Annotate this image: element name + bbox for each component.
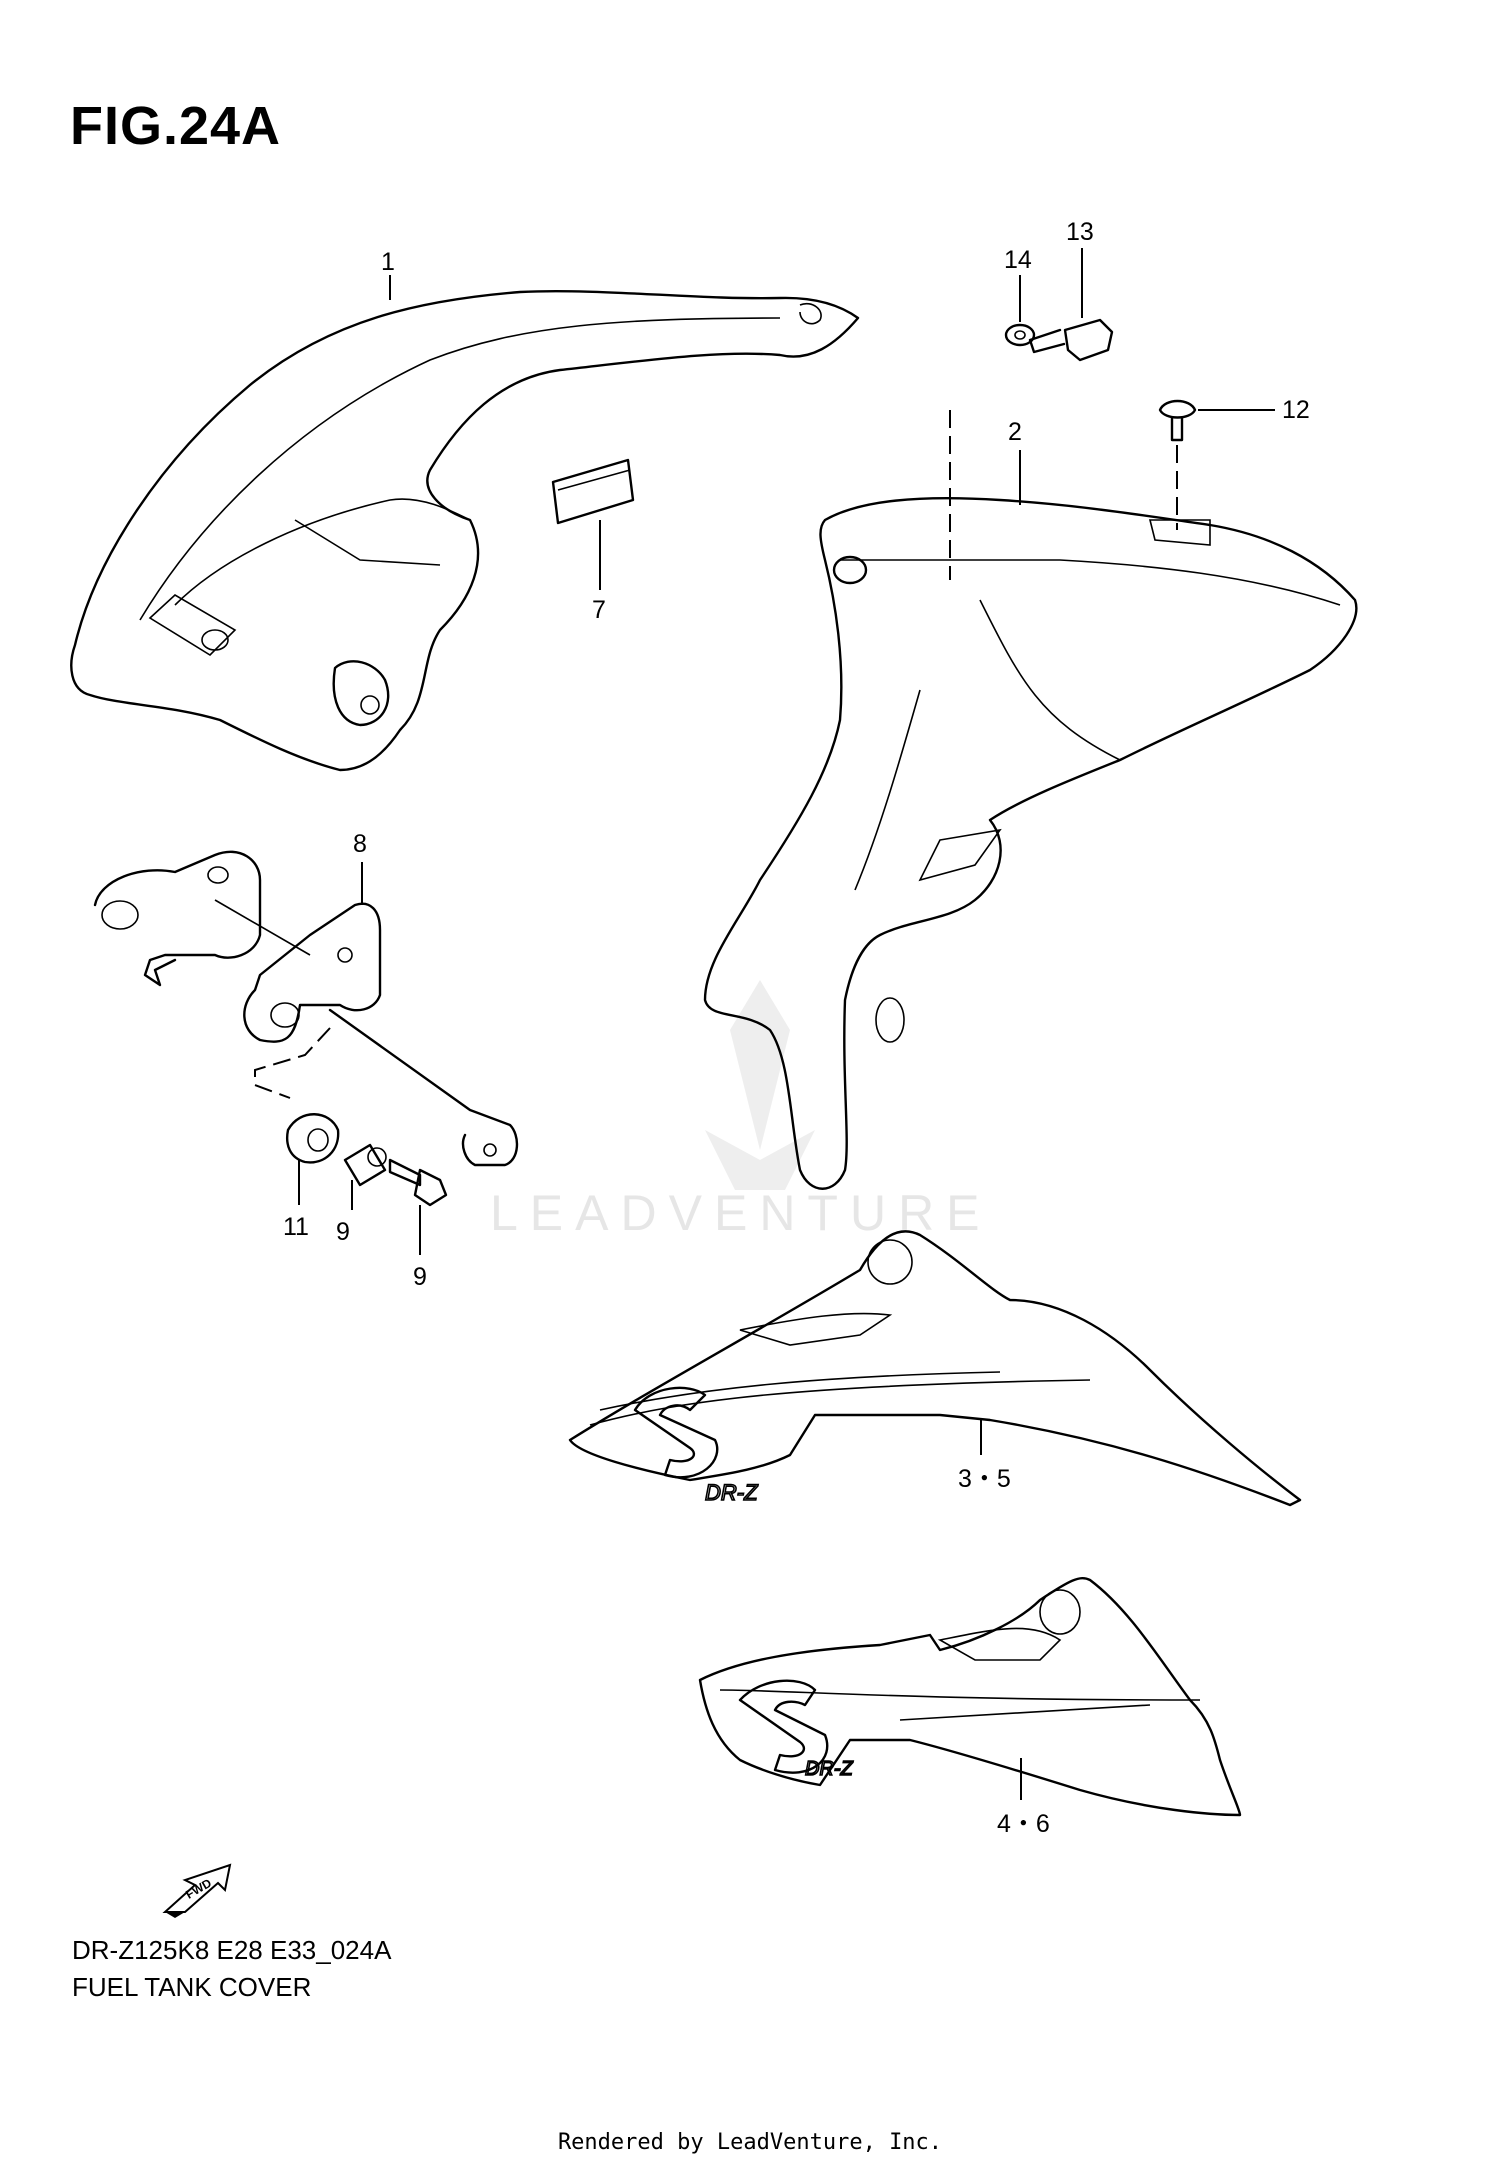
part-8-bracket[interactable]: [93, 850, 519, 1167]
callout-8: 8: [353, 830, 367, 858]
callout-7: 7: [592, 596, 606, 624]
part-1-left-shroud[interactable]: [70, 290, 860, 772]
callout-10: 9: [336, 1218, 350, 1246]
callout-11: 11: [283, 1213, 309, 1241]
figure-description: FUEL TANK COVER: [72, 1972, 312, 2002]
part-14-washer[interactable]: [1004, 323, 1036, 347]
figure-title: FIG.24A: [70, 96, 282, 156]
part-12-clip[interactable]: [1158, 399, 1197, 442]
callout-12: 12: [1282, 396, 1310, 424]
fwd-arrow-icon: FWD: [162, 1863, 232, 1918]
callout-14: 14: [1004, 246, 1032, 274]
figure-code: DR-Z125K8 E28 E33_024A: [72, 1935, 392, 1965]
part-11-grommet[interactable]: [286, 1113, 340, 1164]
part-13-bolt[interactable]: [1028, 318, 1114, 362]
callout-2: 2: [1008, 418, 1022, 446]
dashed-assembly-8: [254, 1027, 331, 1099]
part-4-6-decal[interactable]: DR-Z: [698, 1577, 1242, 1817]
part-7-pad[interactable]: [551, 458, 635, 525]
render-footer: Rendered by LeadVenture, Inc.: [557, 2130, 943, 2155]
callout-9-label: 9: [413, 1263, 427, 1291]
callout-3-5: 3・5: [958, 1465, 1011, 1493]
part-9-screw[interactable]: [388, 1158, 448, 1207]
decal-text-4-6: DR-Z: [805, 1758, 854, 1780]
part-2-right-shroud[interactable]: [703, 497, 1358, 1190]
callout-1: 1: [381, 248, 395, 276]
leadventure-watermark: LEADVENTURE: [490, 980, 980, 1241]
part-3-5-decal[interactable]: DR-Z: [568, 1230, 1302, 1507]
callout-13: 13: [1066, 218, 1094, 246]
part-10-collar[interactable]: [343, 1143, 387, 1187]
callout-4-6: 4・6: [997, 1810, 1050, 1838]
decal-text-3-5: DR-Z: [705, 1480, 759, 1505]
